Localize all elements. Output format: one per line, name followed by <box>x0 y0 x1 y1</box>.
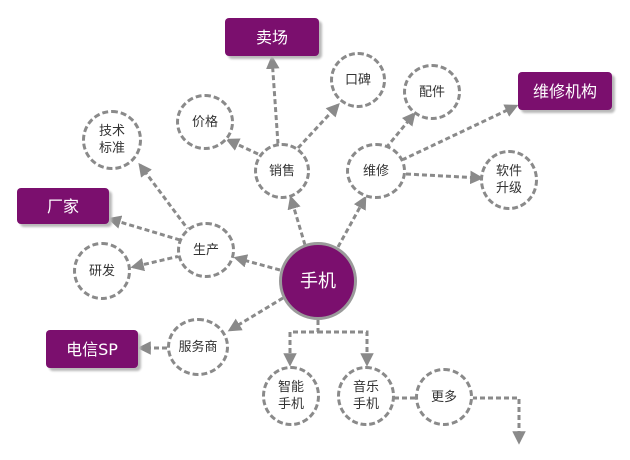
node-price[interactable]: 价格 <box>176 94 234 150</box>
link-phone-smartphone <box>283 320 320 367</box>
link-phone-repair <box>336 195 367 248</box>
node-smartphone[interactable]: 智能 手机 <box>262 366 320 426</box>
node-phone[interactable]: 手机 <box>279 242 357 320</box>
node-production[interactable]: 生产 <box>177 222 235 278</box>
node-repair[interactable]: 维修 <box>346 143 406 199</box>
node-more[interactable]: 更多 <box>415 368 473 426</box>
link-production-manufacturer <box>107 215 181 242</box>
node-rnd[interactable]: 研发 <box>73 242 131 300</box>
node-mall[interactable]: 卖场 <box>225 18 319 56</box>
node-reputation[interactable]: 口碑 <box>330 52 386 108</box>
link-more-down <box>472 396 526 445</box>
link-phone-production <box>233 254 281 272</box>
link-phone-service <box>227 296 284 332</box>
link-sales-reputation <box>296 103 340 150</box>
link-production-rnd <box>130 254 181 272</box>
node-service-provider[interactable]: 服务商 <box>167 318 229 376</box>
link-sales-price <box>225 138 259 156</box>
node-parts[interactable]: 配件 <box>403 64 461 120</box>
node-repair-org[interactable]: 维修机构 <box>518 72 612 110</box>
node-music-phone[interactable]: 音乐 手机 <box>337 366 395 426</box>
node-sales[interactable]: 销售 <box>254 143 310 199</box>
link-phone-music <box>318 330 374 367</box>
node-software-upgrade[interactable]: 软件 升级 <box>480 150 538 210</box>
link-repair-parts <box>384 111 416 149</box>
node-telecom-sp[interactable]: 电信SP <box>46 330 138 368</box>
link-repair-software <box>405 170 484 185</box>
link-repair-org <box>401 104 519 162</box>
node-manufacturer[interactable]: 厂家 <box>17 188 109 224</box>
link-phone-sales <box>287 195 307 246</box>
link-production-tech <box>138 162 192 233</box>
node-tech-standard[interactable]: 技术 标准 <box>82 110 142 170</box>
link-sales-mall <box>266 55 280 145</box>
